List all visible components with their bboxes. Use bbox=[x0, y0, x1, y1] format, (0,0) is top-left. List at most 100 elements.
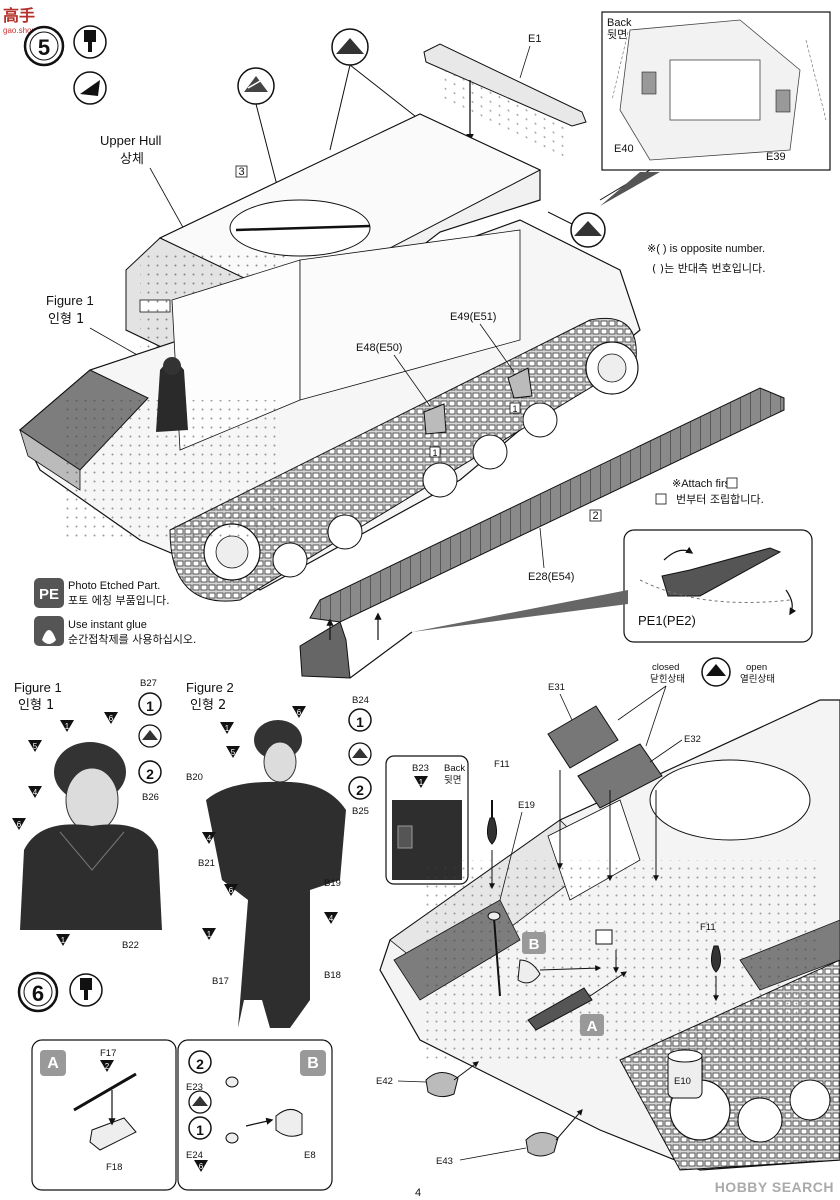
part-f18-label: F18 bbox=[106, 1162, 122, 1173]
fig2-code-4: 4 bbox=[202, 832, 216, 844]
part-e31 bbox=[547, 705, 619, 769]
figure1-callout: Figure 1 bbox=[46, 293, 94, 308]
fig1-code-3: 5 bbox=[28, 740, 42, 752]
upper-hull-label: Upper Hull bbox=[100, 133, 162, 148]
svg-text:1: 1 bbox=[356, 714, 364, 730]
upper-hull-box: 3 bbox=[238, 166, 244, 178]
part-b26-label: B26 bbox=[142, 792, 159, 803]
svg-text:6: 6 bbox=[297, 708, 302, 717]
hatch-closed-label-ko: 닫힌상태 bbox=[650, 673, 685, 685]
step-6-badge: 6 bbox=[17, 971, 59, 1013]
fig2-code-2: 6 bbox=[292, 706, 306, 718]
part-f11-right bbox=[710, 945, 722, 1002]
legend-glue-text: Use instant glue bbox=[68, 619, 147, 631]
subassembly-a bbox=[31, 1039, 177, 1191]
sub-a-tag: A bbox=[47, 1055, 59, 1072]
pe-icon: PE bbox=[39, 586, 59, 603]
legend-pe: PE bbox=[34, 578, 64, 608]
attach-note: ※Attach first. bbox=[672, 478, 736, 490]
mount-arrows bbox=[595, 929, 619, 974]
sub-b-tag: B bbox=[307, 1055, 319, 1072]
svg-text:5: 5 bbox=[231, 748, 236, 757]
callout-a: A bbox=[527, 971, 627, 1036]
e28-box: 2 bbox=[592, 510, 598, 522]
svg-text:1: 1 bbox=[207, 930, 212, 939]
paint-circle-2: 2 bbox=[138, 760, 162, 784]
figure1-in-hatch bbox=[156, 357, 188, 432]
step-5-badge: 5 bbox=[23, 25, 65, 67]
part-e10 bbox=[667, 1049, 703, 1099]
part-e23-label: E23 bbox=[186, 1082, 203, 1093]
part-f11-label-2: F11 bbox=[700, 922, 716, 933]
fig2-code-1: 1 bbox=[220, 722, 234, 734]
svg-text:B: B bbox=[529, 936, 540, 953]
fig2-code-3: 5 bbox=[226, 746, 240, 758]
paint-circle-1: 1 bbox=[138, 692, 162, 716]
part-b23-label: B23 bbox=[412, 763, 429, 774]
legend-pe-text: Photo Etched Part. bbox=[68, 580, 160, 592]
fig2-code-5: 6 bbox=[224, 884, 238, 896]
legend-glue-text-ko: 순간접착제를 사용하십시오. bbox=[68, 632, 196, 646]
figure1-title-ko: 인형 1 bbox=[18, 698, 54, 713]
part-f11-left bbox=[486, 800, 498, 890]
paint-circle-fig2-1: 1 bbox=[348, 708, 372, 732]
figure1-callout-ko: 인형 1 bbox=[48, 312, 84, 327]
part-e32-label: E32 bbox=[684, 734, 701, 745]
e39-part bbox=[775, 89, 791, 113]
svg-text:6: 6 bbox=[109, 714, 114, 723]
part-e28 bbox=[299, 387, 785, 679]
svg-text:6: 6 bbox=[229, 886, 234, 895]
svg-text:A: A bbox=[587, 1018, 598, 1035]
hatch-state-icon bbox=[701, 657, 731, 687]
part-e49-label: E49(E51) bbox=[450, 311, 496, 323]
svg-text:6: 6 bbox=[199, 1162, 204, 1171]
hobby-search-watermark: HOBBY SEARCH bbox=[714, 1179, 834, 1195]
detail-icon-2 bbox=[331, 28, 369, 66]
opposite-note: ※( ) is opposite number. bbox=[647, 243, 765, 255]
glue-icon bbox=[34, 616, 64, 646]
svg-text:2: 2 bbox=[146, 766, 154, 782]
fender-box-1: 1 bbox=[512, 404, 517, 414]
figure2-title-ko: 인형 2 bbox=[190, 698, 226, 713]
svg-text:1: 1 bbox=[65, 722, 70, 731]
part-pe1-label: PE1(PE2) bbox=[638, 613, 696, 628]
fig2-back-code: 1 bbox=[414, 776, 428, 788]
svg-text:2: 2 bbox=[356, 782, 364, 798]
part-e43 bbox=[525, 1109, 583, 1157]
svg-text:1: 1 bbox=[225, 724, 230, 733]
figure2-back-inset bbox=[385, 755, 469, 885]
part-b22-label: B22 bbox=[122, 940, 139, 951]
figure1-title: Figure 1 bbox=[14, 680, 62, 695]
part-e42 bbox=[425, 1061, 479, 1098]
watermark-title: 高手 bbox=[3, 8, 36, 25]
e40-part bbox=[641, 71, 657, 95]
upper-hull-label-ko: 상체 bbox=[120, 152, 144, 167]
sub-b-code-3: 6 bbox=[194, 1160, 208, 1172]
part-e32 bbox=[577, 743, 663, 809]
fig1-code-1: 1 bbox=[60, 720, 74, 732]
svg-text:4: 4 bbox=[33, 788, 38, 797]
svg-text:4: 4 bbox=[329, 914, 334, 923]
svg-text:6: 6 bbox=[17, 820, 22, 829]
part-f17-label: F17 bbox=[100, 1048, 116, 1059]
part-e8-label: E8 bbox=[304, 1150, 316, 1161]
page-number: 4 bbox=[415, 1187, 421, 1199]
part-b17-label: B17 bbox=[212, 976, 229, 987]
svg-text:4: 4 bbox=[207, 834, 212, 843]
svg-text:1: 1 bbox=[419, 778, 424, 787]
paint-circle-fig2-2: 2 bbox=[348, 776, 372, 800]
part-e40-label: E40 bbox=[614, 143, 634, 155]
part-b18-label: B18 bbox=[324, 970, 341, 981]
part-b24-label: B24 bbox=[352, 695, 369, 706]
back-inset-label: Back bbox=[607, 17, 632, 29]
back-inset-label-ko: 뒷면 bbox=[607, 28, 627, 41]
callout-b: B bbox=[517, 932, 602, 984]
part-e39-label: E39 bbox=[766, 151, 786, 163]
svg-text:1: 1 bbox=[61, 936, 66, 945]
part-e28-label: E28(E54) bbox=[528, 571, 574, 583]
figure2-title: Figure 2 bbox=[186, 680, 234, 695]
sub-b-code-1: 2 bbox=[196, 1056, 204, 1072]
part-e1 bbox=[423, 43, 587, 165]
figure2-standing bbox=[206, 720, 346, 1028]
part-e10-label: E10 bbox=[674, 1076, 691, 1087]
